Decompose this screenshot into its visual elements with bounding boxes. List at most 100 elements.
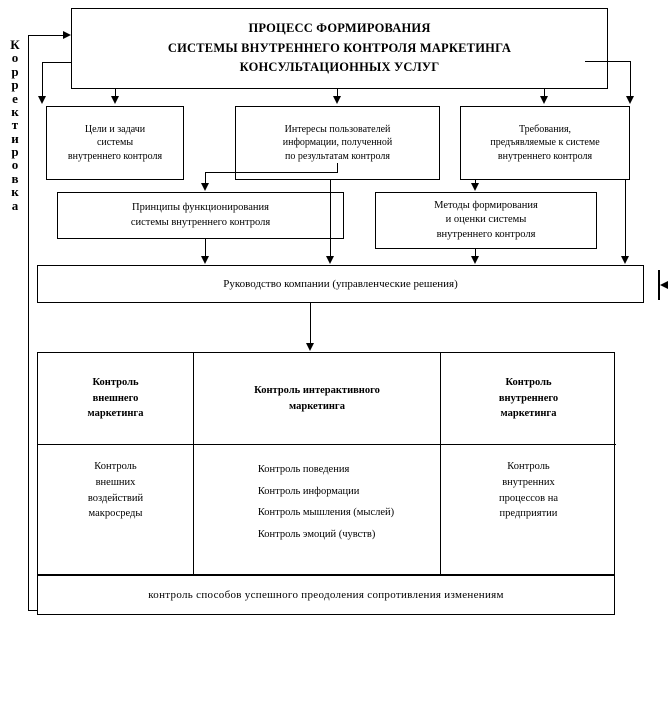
box-methods-line-1: Методы формирования	[434, 200, 538, 212]
arrow-title-to-goals	[111, 96, 119, 104]
box-requirements-line-1: Требования,	[518, 123, 572, 135]
box-goals-line-3: внутреннего контроля	[67, 150, 163, 162]
matrix-cell-internal-line-2: внутренних	[502, 476, 555, 488]
box-requirements: Требования, предъявляемые к системе внут…	[460, 106, 630, 180]
feedback-loop-left-vertical	[28, 35, 29, 610]
box-requirements-line-3: внутреннего контроля	[497, 150, 593, 162]
connector-interests-to-management	[330, 180, 331, 259]
matrix-cell-external-line-2: внешних	[95, 476, 136, 488]
management-decisions-bar: Руководство компании (управленческие реш…	[37, 265, 644, 303]
arrow-methods-to-management	[471, 256, 479, 264]
box-interests-line-1: Интересы пользователей	[284, 123, 391, 135]
connector-title-to-goals	[115, 89, 116, 98]
matrix-cell-internal-line-4: предприятии	[499, 508, 558, 520]
process-title-line-2: СИСТЕМЫ ВНУТРЕННЕГО КОНТРОЛЯ МАРКЕТИНГА	[167, 40, 512, 55]
matrix-header-external-marketing: Контроль внешнего маркетинга	[38, 353, 193, 445]
feedback-arrow-into-goals	[38, 96, 46, 104]
matrix-cell-internal-line-3: процессов на	[498, 492, 559, 504]
feedback-letter: к	[11, 103, 19, 119]
arrow-requirements-to-management	[621, 256, 629, 264]
arrow-into-methods	[471, 183, 479, 191]
box-principles-line-1: Принципы функционирования	[132, 202, 269, 214]
feedback-loop-drop-to-goals	[42, 62, 43, 98]
feedback-loop-bottom-stub	[28, 610, 40, 611]
box-principles-line-2: системы внутреннего контроля	[130, 216, 271, 228]
resistance-control-label: контроль способов успешного преодоления …	[148, 588, 504, 601]
feedback-letter: а	[11, 197, 19, 213]
resistance-control-bar: контроль способов успешного преодоления …	[37, 575, 615, 615]
matrix-header-interactive-line-1: Контроль интерактивного	[254, 384, 380, 396]
feedback-letter: е	[12, 90, 18, 106]
matrix-cell-external-line-1: Контроль	[94, 461, 137, 472]
connector-principles-to-management	[205, 239, 206, 259]
external-input-bar	[658, 270, 660, 300]
box-requirements-line-2: предъявляемые к системе	[490, 137, 600, 149]
connector-title-right-drop	[630, 61, 631, 98]
matrix-header-external-line-3: маркетинга	[87, 408, 144, 420]
matrix-cell-interactive-line-4: Контроль эмоций (чувств)	[257, 528, 376, 540]
process-title-line-3: КОНСУЛЬТАЦИОННЫХ УСЛУГ	[239, 60, 440, 75]
box-methods-line-3: внутреннего контроля	[436, 228, 536, 240]
box-methods: Методы формирования и оценки системы вну…	[375, 192, 597, 249]
connector-to-principles-drop	[205, 172, 206, 185]
feedback-letter: о	[11, 50, 19, 66]
control-matrix-table: Контроль внешнего маркетинга Контроль ин…	[37, 352, 616, 576]
box-goals-line-1: Цели и задачи	[84, 123, 146, 135]
feedback-letter: к	[11, 184, 19, 200]
box-goals-and-tasks: Цели и задачи системы внутреннего контро…	[46, 106, 184, 180]
matrix-cell-external-line-4: макросреды	[88, 508, 143, 520]
connector-requirements-to-management	[625, 180, 626, 259]
matrix-header-internal-line-1: Контроль	[505, 376, 552, 388]
external-input-arrow-icon	[660, 281, 668, 289]
box-interests-line-3: по результатам контроля	[285, 150, 390, 162]
arrow-title-to-requirements	[540, 96, 548, 104]
connector-interests-bottom-stub	[337, 163, 338, 173]
matrix-cell-interactive-line-3: Контроль мышления (мыслей)	[257, 507, 395, 519]
feedback-loop-top-branch-b	[42, 62, 73, 63]
box-methods-line-2: и оценки системы	[445, 214, 527, 226]
arrow-interests-to-management	[326, 256, 334, 264]
feedback-letter: о	[11, 157, 19, 173]
feedback-letter: т	[11, 117, 19, 133]
feedback-letter: и	[11, 130, 19, 146]
box-goals-line-2: системы	[96, 137, 134, 149]
matrix-header-internal-marketing: Контроль внутреннего маркетинга	[440, 353, 616, 445]
matrix-header-external-line-1: Контроль	[92, 376, 139, 388]
feedback-loop-top-branch-a	[28, 35, 64, 36]
arrow-right-branch-to-requirements	[626, 96, 634, 104]
matrix-cell-interactive-items: Контроль поведения Контроль информации К…	[193, 445, 440, 576]
matrix-header-internal-line-3: маркетинга	[500, 408, 557, 420]
matrix-cell-interactive-line-1: Контроль поведения	[257, 464, 350, 475]
feedback-letter: р	[11, 144, 19, 159]
matrix-cell-external-line-3: воздействий	[87, 492, 144, 504]
connector-management-to-matrix	[310, 303, 311, 345]
box-interests-line-2: информации, полученной	[282, 137, 393, 149]
connector-title-to-interests	[337, 89, 338, 98]
feedback-arrow-into-title	[63, 31, 71, 39]
connector-title-to-requirements	[544, 89, 545, 98]
connector-title-right-branch	[585, 61, 630, 62]
matrix-cell-interactive-line-2: Контроль информации	[257, 485, 360, 497]
matrix-cell-internal-line-1: Контроль	[507, 461, 550, 472]
connector-interests-to-principles-horizontal	[205, 172, 337, 173]
matrix-cell-internal-items: Контроль внутренних процессов на предпри…	[440, 445, 616, 576]
connector-methods-to-management	[475, 249, 476, 259]
matrix-header-internal-line-2: внутреннего	[498, 392, 559, 404]
management-decisions-label: Руководство компании (управленческие реш…	[223, 277, 458, 290]
arrow-principles-to-management	[201, 256, 209, 264]
box-user-interests: Интересы пользователей информации, получ…	[235, 106, 440, 180]
feedback-letter: р	[11, 63, 19, 79]
arrow-title-to-interests	[333, 96, 341, 104]
feedback-label-vertical: К о р р е к т и р о в к а	[6, 38, 24, 212]
matrix-header-interactive-line-2: маркетинга	[289, 400, 345, 412]
feedback-letter: К	[10, 37, 20, 52]
arrow-management-to-matrix	[306, 343, 314, 351]
matrix-cell-external-items: Контроль внешних воздействий макросреды	[38, 445, 193, 576]
box-principles: Принципы функционирования системы внутре…	[57, 192, 344, 239]
matrix-header-interactive-marketing: Контроль интерактивного маркетинга	[193, 353, 440, 445]
feedback-letter: в	[11, 170, 19, 186]
connector-requirements-to-methods	[475, 180, 476, 185]
feedback-letter: р	[11, 77, 19, 93]
process-title-line-1: ПРОЦЕСС ФОРМИРОВАНИЯ	[248, 21, 431, 36]
